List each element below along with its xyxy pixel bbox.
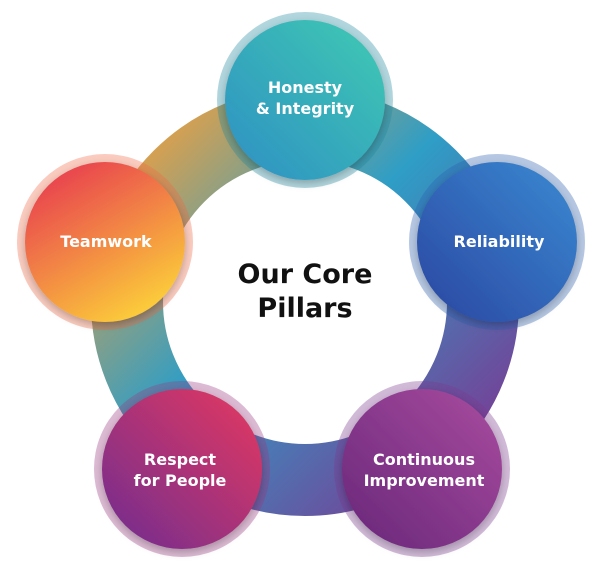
center-title: Our Core Pillars	[237, 259, 373, 324]
pillar-label-reliability: Reliability	[453, 232, 545, 251]
pillar-teamwork	[17, 154, 193, 330]
pillar-label-continuous: Continuous Improvement	[363, 450, 485, 490]
pillar-continuous	[334, 381, 510, 557]
pillar-label-respect: Respect for People	[133, 450, 227, 490]
pillar-label-teamwork: Teamwork	[60, 232, 152, 251]
pillar-honesty	[217, 12, 393, 188]
pillar-reliability	[409, 154, 585, 330]
pillar-label-honesty: Honesty & Integrity	[255, 78, 355, 118]
center-hub	[177, 170, 433, 426]
pillar-respect	[94, 381, 270, 557]
